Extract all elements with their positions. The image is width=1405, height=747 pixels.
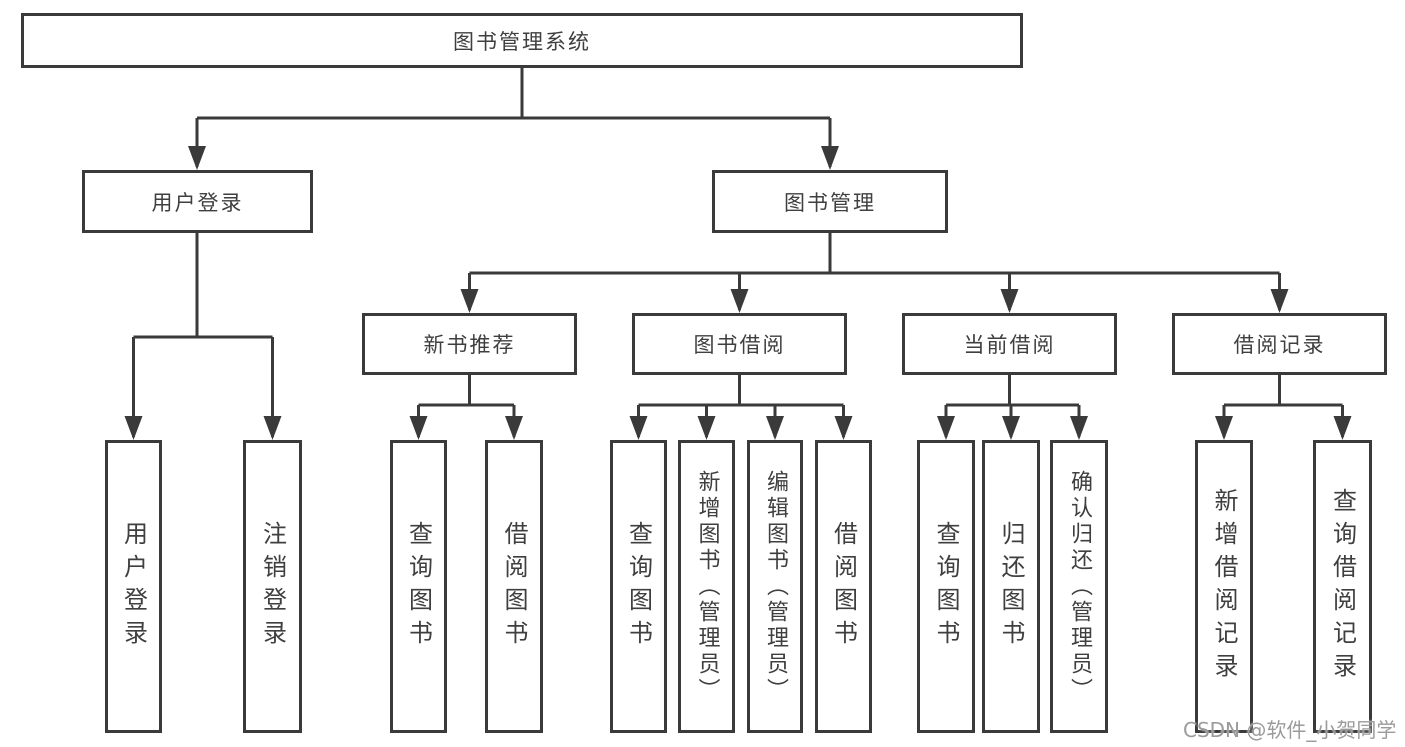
node-new-book-recommend: 新书推荐: [362, 313, 577, 375]
connector-new-book-children: [409, 375, 523, 440]
leaf-query-books-recommend: 查询图书: [390, 440, 447, 733]
connector-current-borrow-children: [937, 375, 1088, 440]
node-book-management: 图书管理: [712, 170, 948, 233]
leaf-query-books-current: 查询图书: [917, 440, 975, 733]
leaf-confirm-return-admin: 确认归还（管理员）: [1050, 440, 1108, 733]
leaf-borrow-books-recommend: 借阅图书: [485, 440, 543, 733]
node-root-system: 图书管理系统: [21, 13, 1023, 68]
leaf-query-books-borrow: 查询图书: [610, 440, 667, 733]
watermark: CSDN @软件_小贺同学: [1183, 718, 1397, 742]
leaf-user-login: 用户登录: [105, 440, 162, 733]
connector-root-to-level2: [188, 68, 839, 170]
leaf-edit-books-admin: 编辑图书（管理员）: [747, 440, 803, 733]
node-borrow-records: 借阅记录: [1172, 313, 1387, 375]
leaf-logout: 注销登录: [243, 440, 302, 733]
node-book-borrow: 图书借阅: [632, 313, 847, 375]
connector-user-login-children: [124, 233, 282, 440]
leaf-return-books: 归还图书: [982, 440, 1040, 733]
leaf-query-borrow-record: 查询借阅记录: [1313, 440, 1372, 733]
connector-borrow-records-children: [1215, 375, 1352, 440]
node-current-borrow: 当前借阅: [902, 313, 1117, 375]
leaf-add-books-admin: 新增图书（管理员）: [678, 440, 735, 733]
leaf-add-borrow-record: 新增借阅记录: [1195, 440, 1253, 733]
connector-book-borrow-children: [629, 375, 853, 440]
node-user-login: 用户登录: [82, 170, 313, 233]
connector-book-management-children: [460, 233, 1289, 313]
leaf-borrow-books: 借阅图书: [815, 440, 872, 733]
